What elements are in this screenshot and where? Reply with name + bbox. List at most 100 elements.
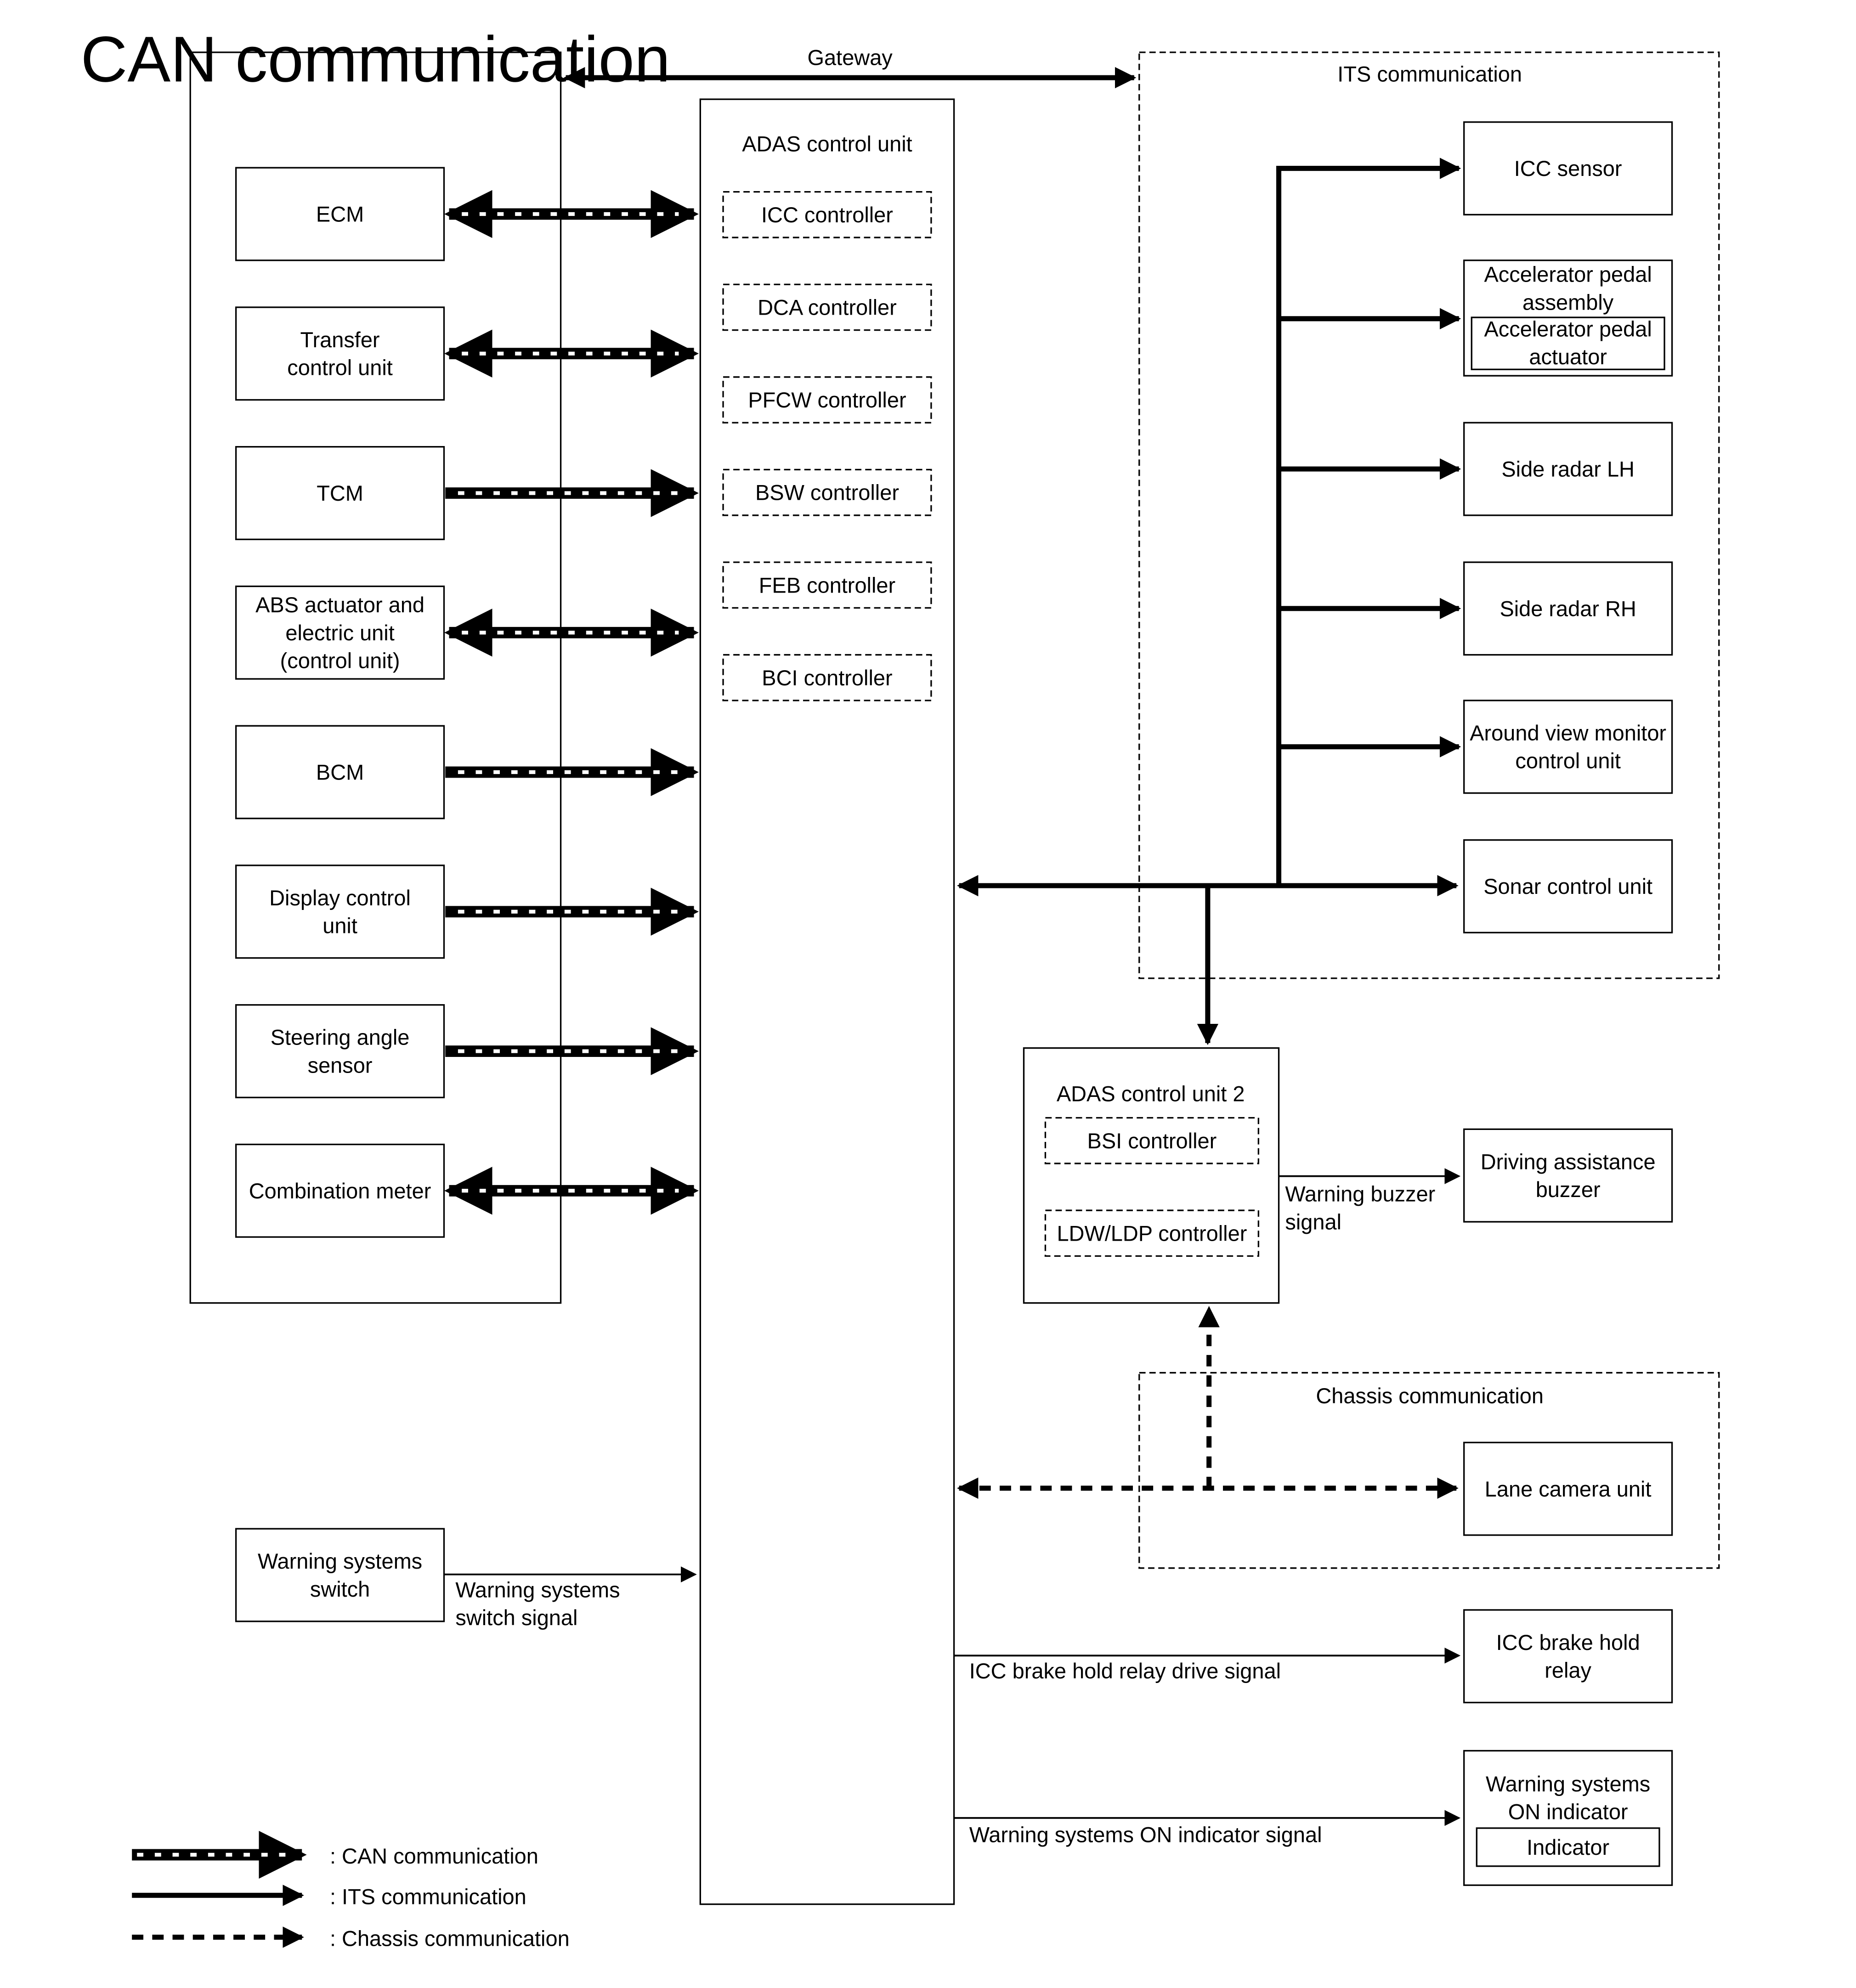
adas-controller-box xyxy=(722,469,932,516)
its-unit-box xyxy=(1463,839,1673,933)
can-unit-box xyxy=(235,1143,445,1238)
brake-relay-label-line-2: relay xyxy=(1545,1659,1591,1683)
adas-controller-label: BSW controller xyxy=(755,481,899,505)
can-unit-label-line-1: Steering angle xyxy=(271,1026,410,1050)
adas-controller-box xyxy=(722,376,932,424)
warning-systems-switch-signal-label: Warning systems switch signal xyxy=(455,1578,620,1630)
adas2-controller-box xyxy=(1044,1117,1260,1164)
adas-control-unit-box xyxy=(699,98,955,1905)
brake-relay-label-line-1: ICC brake hold xyxy=(1496,1631,1640,1655)
warning-systems-on-indicator-signal-label: Warning systems ON indicator signal xyxy=(969,1823,1322,1847)
driving-assistance-buzzer-label: Driving assistance buzzer xyxy=(1481,1150,1656,1202)
icc-brake-hold-relay-signal-label: ICC brake hold relay drive signal xyxy=(969,1659,1281,1683)
accelerator-pedal-assembly-label-line-2: assembly xyxy=(1522,290,1614,314)
its-group-title: ITS communication xyxy=(1337,62,1522,86)
accelerator-pedal-actuator-label-line-1: Accelerator pedal xyxy=(1484,317,1652,341)
accelerator-pedal-actuator-box xyxy=(1471,316,1665,370)
warning-switch-signal-line-2: switch signal xyxy=(455,1606,577,1630)
accelerator-pedal-assembly-label-line-1: Accelerator pedal xyxy=(1484,263,1652,287)
can-unit-label-line-3: (control unit) xyxy=(280,649,400,673)
warning-buzzer-signal-label: Warning buzzer signal xyxy=(1285,1182,1435,1234)
adas-controller-box xyxy=(722,561,932,609)
buzzer-label-line-1: Driving assistance xyxy=(1481,1150,1656,1174)
icc-brake-hold-relay-label: ICC brake hold relay xyxy=(1496,1631,1640,1683)
driving-assistance-buzzer-box xyxy=(1463,1128,1673,1223)
can-unit-box xyxy=(235,725,445,819)
indicator-label: Indicator xyxy=(1527,1836,1609,1859)
its-unit-label-line-1: ICC sensor xyxy=(1514,157,1622,181)
chassis-group-title: Chassis communication xyxy=(1316,1384,1544,1408)
can-links xyxy=(444,190,699,1215)
adas-controller-label: PFCW controller xyxy=(748,388,906,412)
adas-controller-label: ICC controller xyxy=(761,203,893,227)
its-unit-label-line-1: Side radar LH xyxy=(1501,457,1635,481)
adas-controller-label: BCI controller xyxy=(762,666,892,690)
can-unit-label-line-1: Display control xyxy=(269,886,411,910)
its-unit-box xyxy=(1463,561,1673,656)
can-unit-box xyxy=(235,864,445,959)
indicator-text-line-1: Indicator xyxy=(1527,1836,1609,1859)
can-group-title: CAN communication xyxy=(81,23,671,95)
can-unit-box xyxy=(235,1004,445,1098)
adas2-controller-label: LDW/LDP controller xyxy=(1057,1221,1247,1245)
can-unit-label-line-1: Combination meter xyxy=(249,1179,431,1203)
warning-systems-switch-label: Warning systems switch xyxy=(258,1549,422,1601)
warning-systems-switch-box xyxy=(235,1528,445,1622)
legend: : CAN communication : ITS communication … xyxy=(132,1830,570,1951)
can-unit-label-line-2: electric unit xyxy=(285,621,394,645)
can-unit-label-line-1: BCM xyxy=(316,761,364,785)
its-unit-label-line-1: Around view monitor xyxy=(1470,721,1666,745)
can-unit-box xyxy=(235,167,445,261)
buzzer-signal-line-1: Warning buzzer xyxy=(1285,1182,1435,1206)
adas2-controller-box xyxy=(1044,1209,1260,1257)
its-unit-box xyxy=(1463,422,1673,516)
can-group-frame xyxy=(189,51,562,1304)
adas-controller-label: DCA controller xyxy=(758,296,897,320)
can-unit-label-line-1: ECM xyxy=(316,203,364,226)
its-unit-label-line-1: Side radar RH xyxy=(1500,597,1636,621)
adas-controller-box xyxy=(722,191,932,238)
adas-controller-box xyxy=(722,283,932,331)
warning-switch-signal-line-1: Warning systems xyxy=(455,1578,620,1602)
warning-indicator-label-line-2: ON indicator xyxy=(1508,1800,1628,1824)
can-unit-box xyxy=(235,446,445,540)
indicator-box xyxy=(1476,1827,1660,1867)
warning-systems-on-indicator-label: Warning systems ON indicator xyxy=(1486,1772,1650,1824)
gateway-label: Gateway xyxy=(808,46,893,70)
adas2-controller-label: BSI controller xyxy=(1087,1129,1217,1153)
adas-controller-box xyxy=(722,654,932,701)
can-unit-label-line-2: unit xyxy=(323,914,357,938)
chassis-group-frame xyxy=(1138,1372,1720,1569)
buzzer-label-line-2: buzzer xyxy=(1536,1178,1601,1202)
warning-switch-label-line-2: switch xyxy=(310,1577,370,1601)
buzzer-signal-line-2: signal xyxy=(1285,1210,1341,1234)
adas-control-unit-2-title: ADAS control unit 2 xyxy=(1057,1082,1245,1106)
can-unit-box xyxy=(235,585,445,680)
accelerator-pedal-actuator-label-line-2: actuator xyxy=(1529,345,1607,369)
warning-switch-label-line-1: Warning systems xyxy=(258,1549,422,1573)
lane-camera-unit-label: Lane camera unit xyxy=(1485,1477,1652,1501)
can-unit-box xyxy=(235,306,445,401)
its-unit-label-line-1: Sonar control unit xyxy=(1483,875,1652,898)
its-unit-box xyxy=(1463,121,1673,216)
can-unit-label-line-2: sensor xyxy=(308,1053,373,1077)
warning-indicator-label-line-1: Warning systems xyxy=(1486,1772,1650,1796)
legend-can-label: : CAN communication xyxy=(330,1844,538,1868)
can-unit-label-line-1: TCM xyxy=(317,481,363,505)
legend-its-label: : ITS communication xyxy=(330,1885,526,1909)
adas-controller-label: FEB controller xyxy=(759,573,895,597)
can-unit-label-line-1: ABS actuator and xyxy=(255,593,424,617)
its-bus xyxy=(957,158,1461,1045)
its-group-frame xyxy=(1138,51,1720,979)
icc-brake-hold-relay-box xyxy=(1463,1609,1673,1704)
lane-camera-label-line-1: Lane camera unit xyxy=(1485,1477,1652,1501)
its-unit-box xyxy=(1463,700,1673,794)
can-unit-label-line-1: Transfer xyxy=(300,328,380,352)
lane-camera-unit-box xyxy=(1463,1441,1673,1536)
